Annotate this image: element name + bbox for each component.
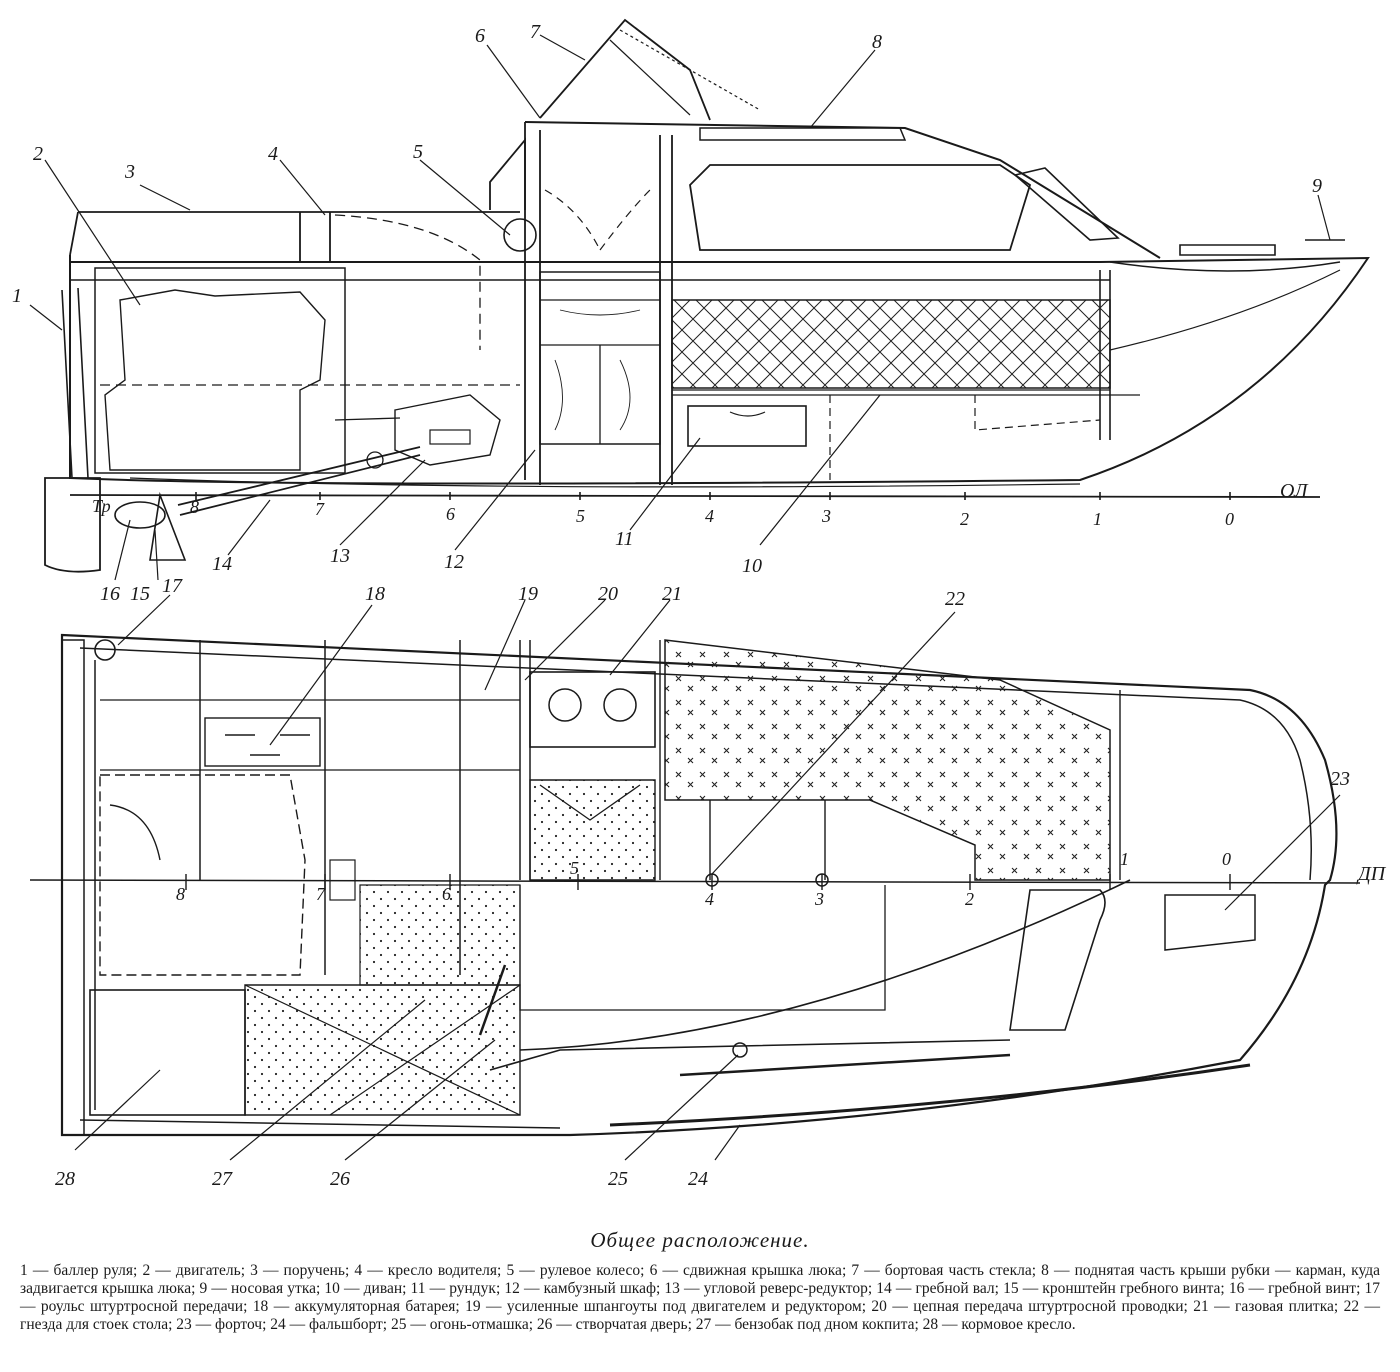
- side-view-callouts: 1 2 3 4 5 6 7 8 9 10 11 12 13 14 15 16 1…: [12, 21, 1322, 605]
- callout-20: 20: [598, 583, 618, 605]
- plan-view-callouts: 18 19 20 21 22 23 24 25 26 27 28: [55, 583, 1350, 1190]
- cabin-roof: [524, 121, 1161, 259]
- bulwark: [609, 1063, 1251, 1127]
- reverse-gear: [394, 394, 501, 466]
- callout-8: 8: [872, 31, 882, 53]
- plan-station-4: 4: [705, 889, 714, 909]
- sliding-hatch: [539, 18, 711, 121]
- station-5: 5: [576, 506, 585, 526]
- callout-14: 14: [212, 553, 232, 575]
- engine-plan: [99, 774, 306, 976]
- callout-25: 25: [608, 1168, 628, 1190]
- plan-station-7: 7: [316, 884, 326, 904]
- figure-legend: 1 — баллер руля; 2 — двигатель; 3 — пору…: [20, 1262, 1380, 1333]
- folding-door: [478, 964, 507, 1036]
- fore-window: [1013, 167, 1120, 241]
- station-0: 0: [1225, 509, 1234, 529]
- rudder: [44, 477, 101, 573]
- bow-cleat: [1179, 239, 1345, 256]
- callout-2: 2: [33, 143, 43, 165]
- propeller-shaft: [177, 446, 421, 516]
- berth: [664, 639, 1111, 881]
- hull-outline: [69, 255, 1370, 485]
- deck-outline: [60, 633, 1338, 1137]
- callout-22: 22: [945, 588, 965, 610]
- callout-15: 15: [130, 583, 150, 605]
- callout-21: 21: [662, 583, 682, 605]
- callout-7: 7: [530, 21, 541, 43]
- signal-light: [732, 1042, 748, 1058]
- cabin-window: [689, 164, 1032, 251]
- callout-23: 23: [1330, 768, 1350, 790]
- locker: [687, 405, 807, 447]
- battery: [204, 717, 321, 767]
- plan-station-5: 5: [570, 858, 579, 878]
- rudder-stock: [61, 287, 89, 479]
- plan-station-0: 0: [1222, 849, 1231, 869]
- windscreen: [489, 137, 526, 210]
- general-arrangement-drawing: 1 2 3 4 5 6 7 8 9 10 11 12 13 14 15 16 1…: [12, 18, 1387, 1190]
- plan-station-2: 2: [965, 889, 974, 909]
- gas-stove: [529, 671, 656, 748]
- station-6: 6: [446, 504, 455, 524]
- callout-17: 17: [162, 575, 183, 597]
- propeller-bracket: [149, 491, 187, 561]
- station-1: 1: [1093, 509, 1102, 529]
- centerline-dp: [29, 879, 1361, 884]
- callout-16: 16: [100, 583, 120, 605]
- station-3: 3: [821, 506, 831, 526]
- raised-roof-pocket: [699, 127, 907, 141]
- centerline-label: ДП: [1356, 863, 1387, 885]
- engine: [104, 289, 326, 471]
- callout-1: 1: [12, 285, 22, 307]
- figure-title: Общее расположение.: [590, 1228, 810, 1252]
- callout-27: 27: [212, 1168, 233, 1190]
- callout-10: 10: [742, 555, 762, 577]
- plan-station-6: 6: [442, 884, 451, 904]
- callout-26: 26: [330, 1168, 350, 1190]
- sheave: [94, 639, 116, 661]
- callout-5: 5: [413, 141, 423, 163]
- station-tr: Тр: [92, 496, 111, 516]
- fore-hatch-window: [1164, 894, 1256, 951]
- propeller: [114, 501, 166, 529]
- callout-9: 9: [1312, 175, 1322, 197]
- engine-compartment: [94, 267, 346, 474]
- plan-view-stations: 8 7 6 5 4 3 2 1 0 ДП: [176, 849, 1387, 909]
- plan-view: [29, 594, 1361, 1161]
- callout-24: 24: [688, 1168, 708, 1190]
- side-elevation: [29, 18, 1370, 581]
- callout-6: 6: [475, 25, 485, 47]
- callout-28: 28: [55, 1168, 75, 1190]
- aft-seat: [89, 989, 246, 1116]
- settee: [671, 299, 1111, 389]
- callout-12: 12: [444, 551, 464, 573]
- callout-11: 11: [615, 528, 634, 550]
- station-7: 7: [315, 499, 325, 519]
- callout-19: 19: [518, 583, 538, 605]
- side-view-stations: Тр 8 7 6 5 4 3 2 1 0 ОЛ: [92, 480, 1309, 529]
- plan-station-8: 8: [176, 884, 185, 904]
- station-4: 4: [705, 506, 714, 526]
- station-2: 2: [960, 509, 969, 529]
- baseline-label: ОЛ: [1280, 480, 1309, 502]
- baseline-ol: [69, 494, 1321, 498]
- steering-wheel: [503, 218, 537, 252]
- callout-3: 3: [124, 161, 135, 183]
- callout-4: 4: [268, 143, 278, 165]
- driver-seat: [334, 214, 481, 350]
- callout-18: 18: [365, 583, 385, 605]
- plan-station-1: 1: [1120, 849, 1129, 869]
- railing: [69, 211, 520, 262]
- cabin-floor: [529, 779, 656, 881]
- callout-13: 13: [330, 545, 350, 567]
- station-8: 8: [190, 497, 199, 517]
- plan-station-3: 3: [814, 889, 824, 909]
- side-window: [1009, 889, 1106, 1031]
